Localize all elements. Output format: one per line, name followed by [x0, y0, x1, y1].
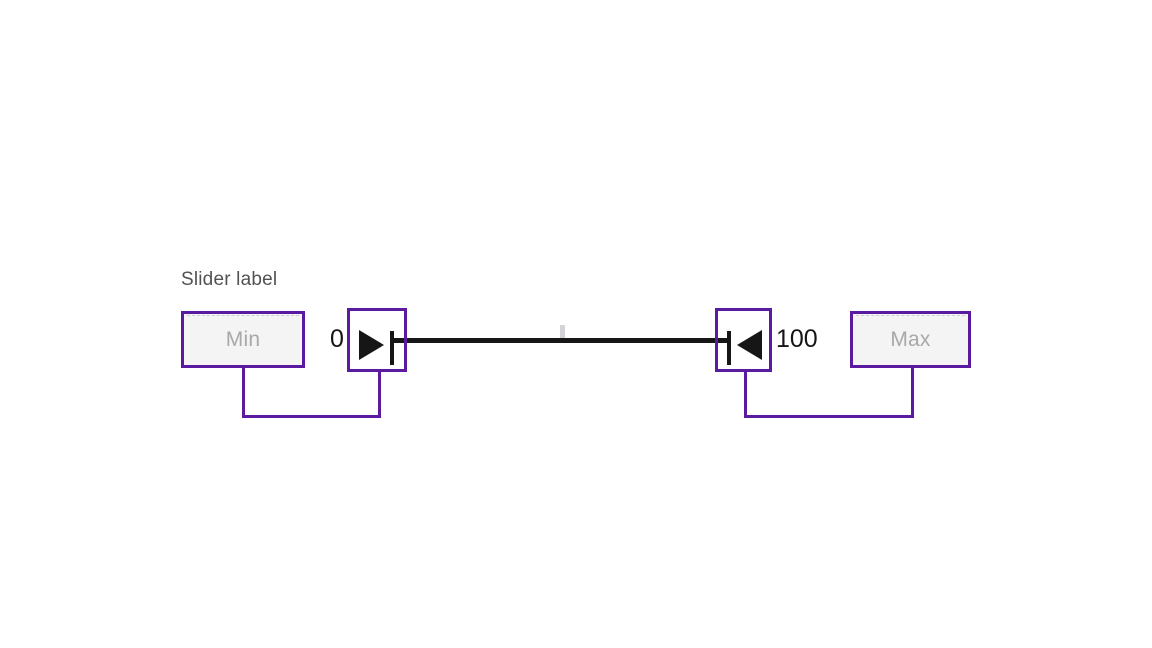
triangle-left-icon — [737, 330, 762, 360]
upper-handle-bar-with-play-left-icon[interactable] — [723, 322, 767, 365]
lower-value-label: 0 — [330, 325, 344, 353]
connector-right-horizontal — [744, 415, 914, 418]
lower-handle-bounding-box[interactable] — [347, 308, 407, 372]
slider-label: Slider label — [181, 269, 278, 290]
connector-left-vertical-b — [378, 372, 381, 418]
slider-track-tick-marker — [560, 325, 565, 338]
upper-handle-bounding-box[interactable] — [715, 308, 772, 372]
lower-handle-play-right-with-bar-icon[interactable] — [359, 322, 403, 365]
upper-value-label: 100 — [776, 325, 818, 353]
max-input-placeholder: Max — [890, 327, 931, 351]
connector-left-horizontal — [242, 415, 381, 418]
min-input-focus-outline — [187, 315, 299, 317]
triangle-right-icon — [359, 330, 384, 360]
max-input-focus-outline — [856, 315, 965, 317]
min-input[interactable]: Min — [181, 311, 305, 368]
slider-track[interactable] — [392, 338, 730, 343]
connector-left-vertical-a — [242, 368, 245, 418]
min-input-placeholder: Min — [225, 327, 261, 351]
max-input[interactable]: Max — [850, 311, 971, 368]
handle-bar-icon — [390, 331, 394, 365]
connector-right-vertical-a — [744, 372, 747, 418]
handle-bar-icon — [727, 331, 731, 365]
connector-right-vertical-b — [911, 368, 914, 418]
